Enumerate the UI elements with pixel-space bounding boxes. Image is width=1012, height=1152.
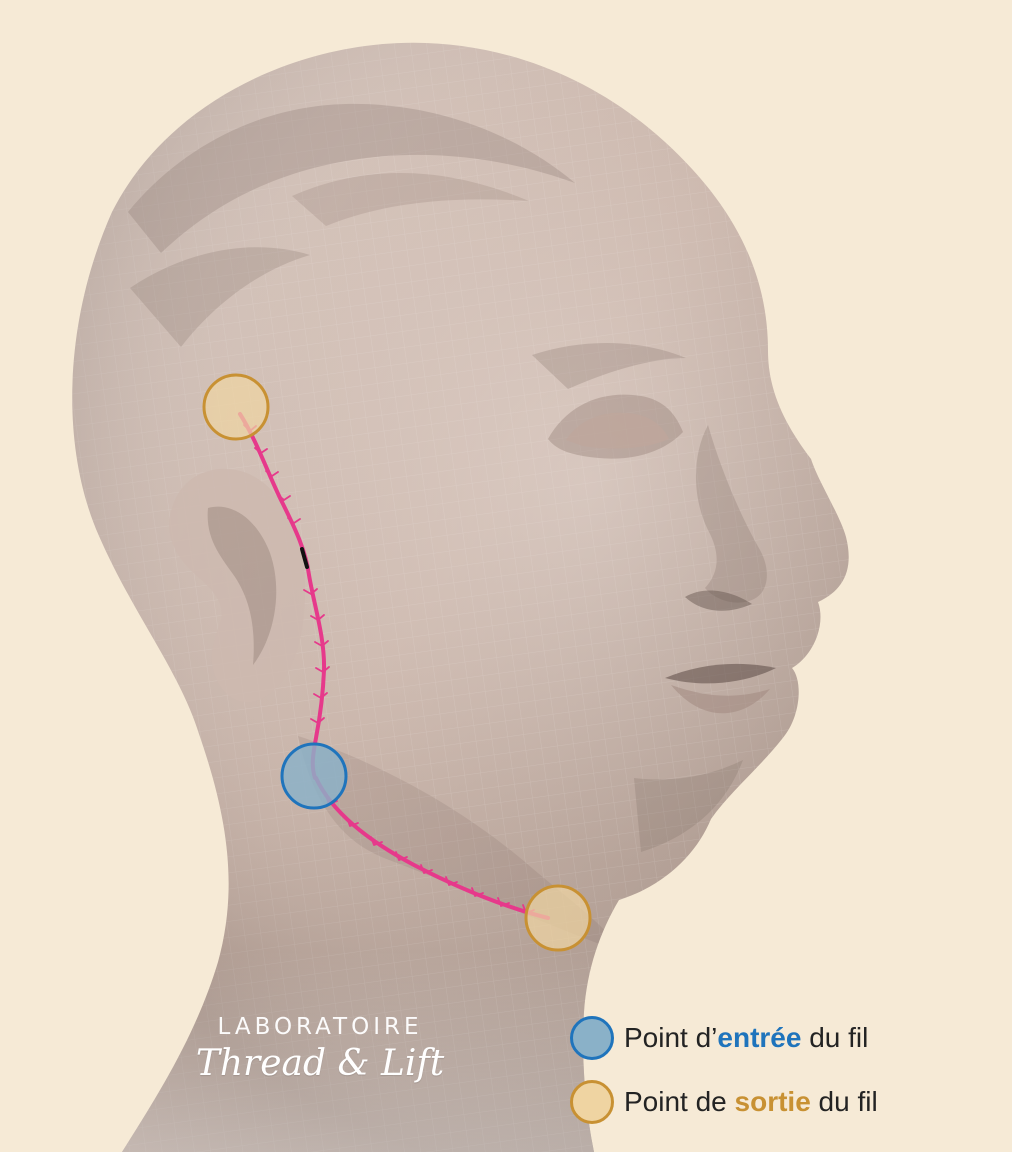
legend-exit-text: Point de sortie du fil — [624, 1088, 878, 1116]
legend-entry-row: Point d’entrée du fil — [570, 1011, 1000, 1065]
entry-point-marker-jaw — [282, 744, 346, 808]
exit-point-marker-temple — [204, 375, 268, 439]
legend: Point d’entrée du fil Point de sortie du… — [570, 1011, 1000, 1129]
legend-entry-highlight: entrée — [717, 1022, 801, 1053]
legend-entry-swatch-icon — [570, 1016, 614, 1060]
brand-laboratoire: LABORATOIRE — [190, 1014, 450, 1040]
legend-entry-suffix: du fil — [801, 1022, 868, 1053]
brand-logo: LABORATOIRE Thread & Lift — [190, 1014, 450, 1082]
legend-entry-prefix: Point d’ — [624, 1022, 717, 1053]
legend-exit-prefix: Point de — [624, 1086, 735, 1117]
brand-thread-and-lift: Thread & Lift — [190, 1046, 450, 1082]
legend-exit-highlight: sortie — [735, 1086, 811, 1117]
legend-exit-swatch-icon — [570, 1080, 614, 1124]
legend-exit-suffix: du fil — [811, 1086, 878, 1117]
exit-point-marker-chin — [526, 886, 590, 950]
legend-entry-text: Point d’entrée du fil — [624, 1024, 868, 1052]
legend-exit-row: Point de sortie du fil — [570, 1075, 1000, 1129]
